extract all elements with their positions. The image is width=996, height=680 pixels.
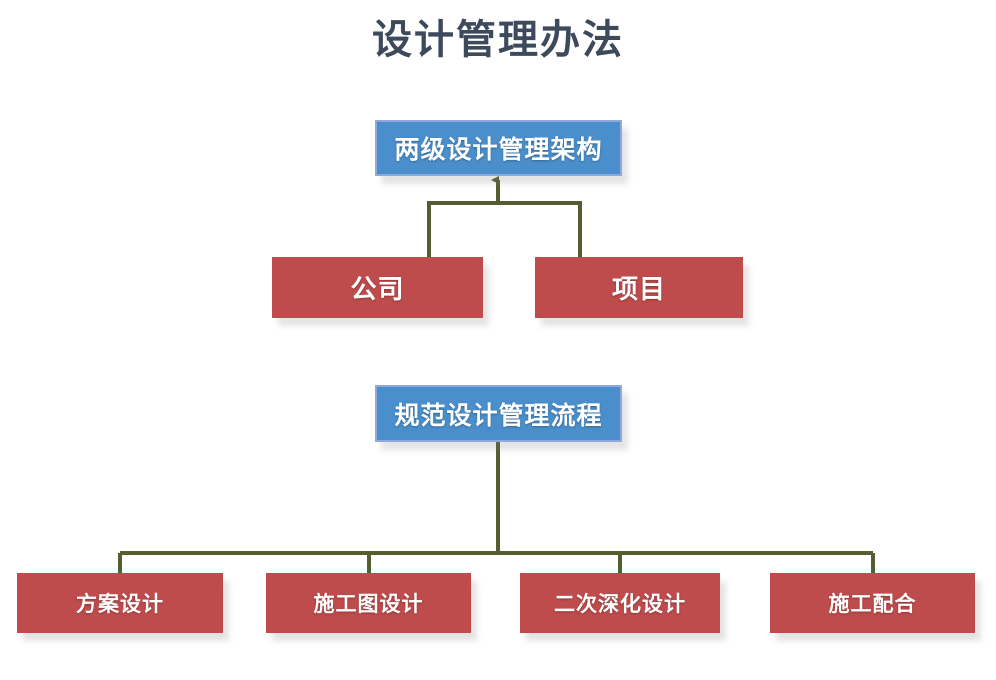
node-construction-coordination[interactable]: 施工配合 [770, 573, 975, 633]
node-project[interactable]: 项目 [535, 257, 743, 318]
node-company[interactable]: 公司 [272, 257, 483, 318]
node-scheme-design[interactable]: 方案设计 [17, 573, 223, 633]
node-secondary-detailed-design[interactable]: 二次深化设计 [520, 573, 720, 633]
edge-group-lower [118, 442, 875, 573]
node-construction-drawing-design[interactable]: 施工图设计 [266, 573, 471, 633]
page-title: 设计管理办法 [372, 18, 624, 62]
edge-group-upper [427, 176, 582, 257]
node-two-level-design-structure[interactable]: 两级设计管理架构 [375, 120, 622, 176]
edge-bracket-upper [427, 201, 582, 257]
node-standardized-design-process[interactable]: 规范设计管理流程 [375, 385, 622, 442]
